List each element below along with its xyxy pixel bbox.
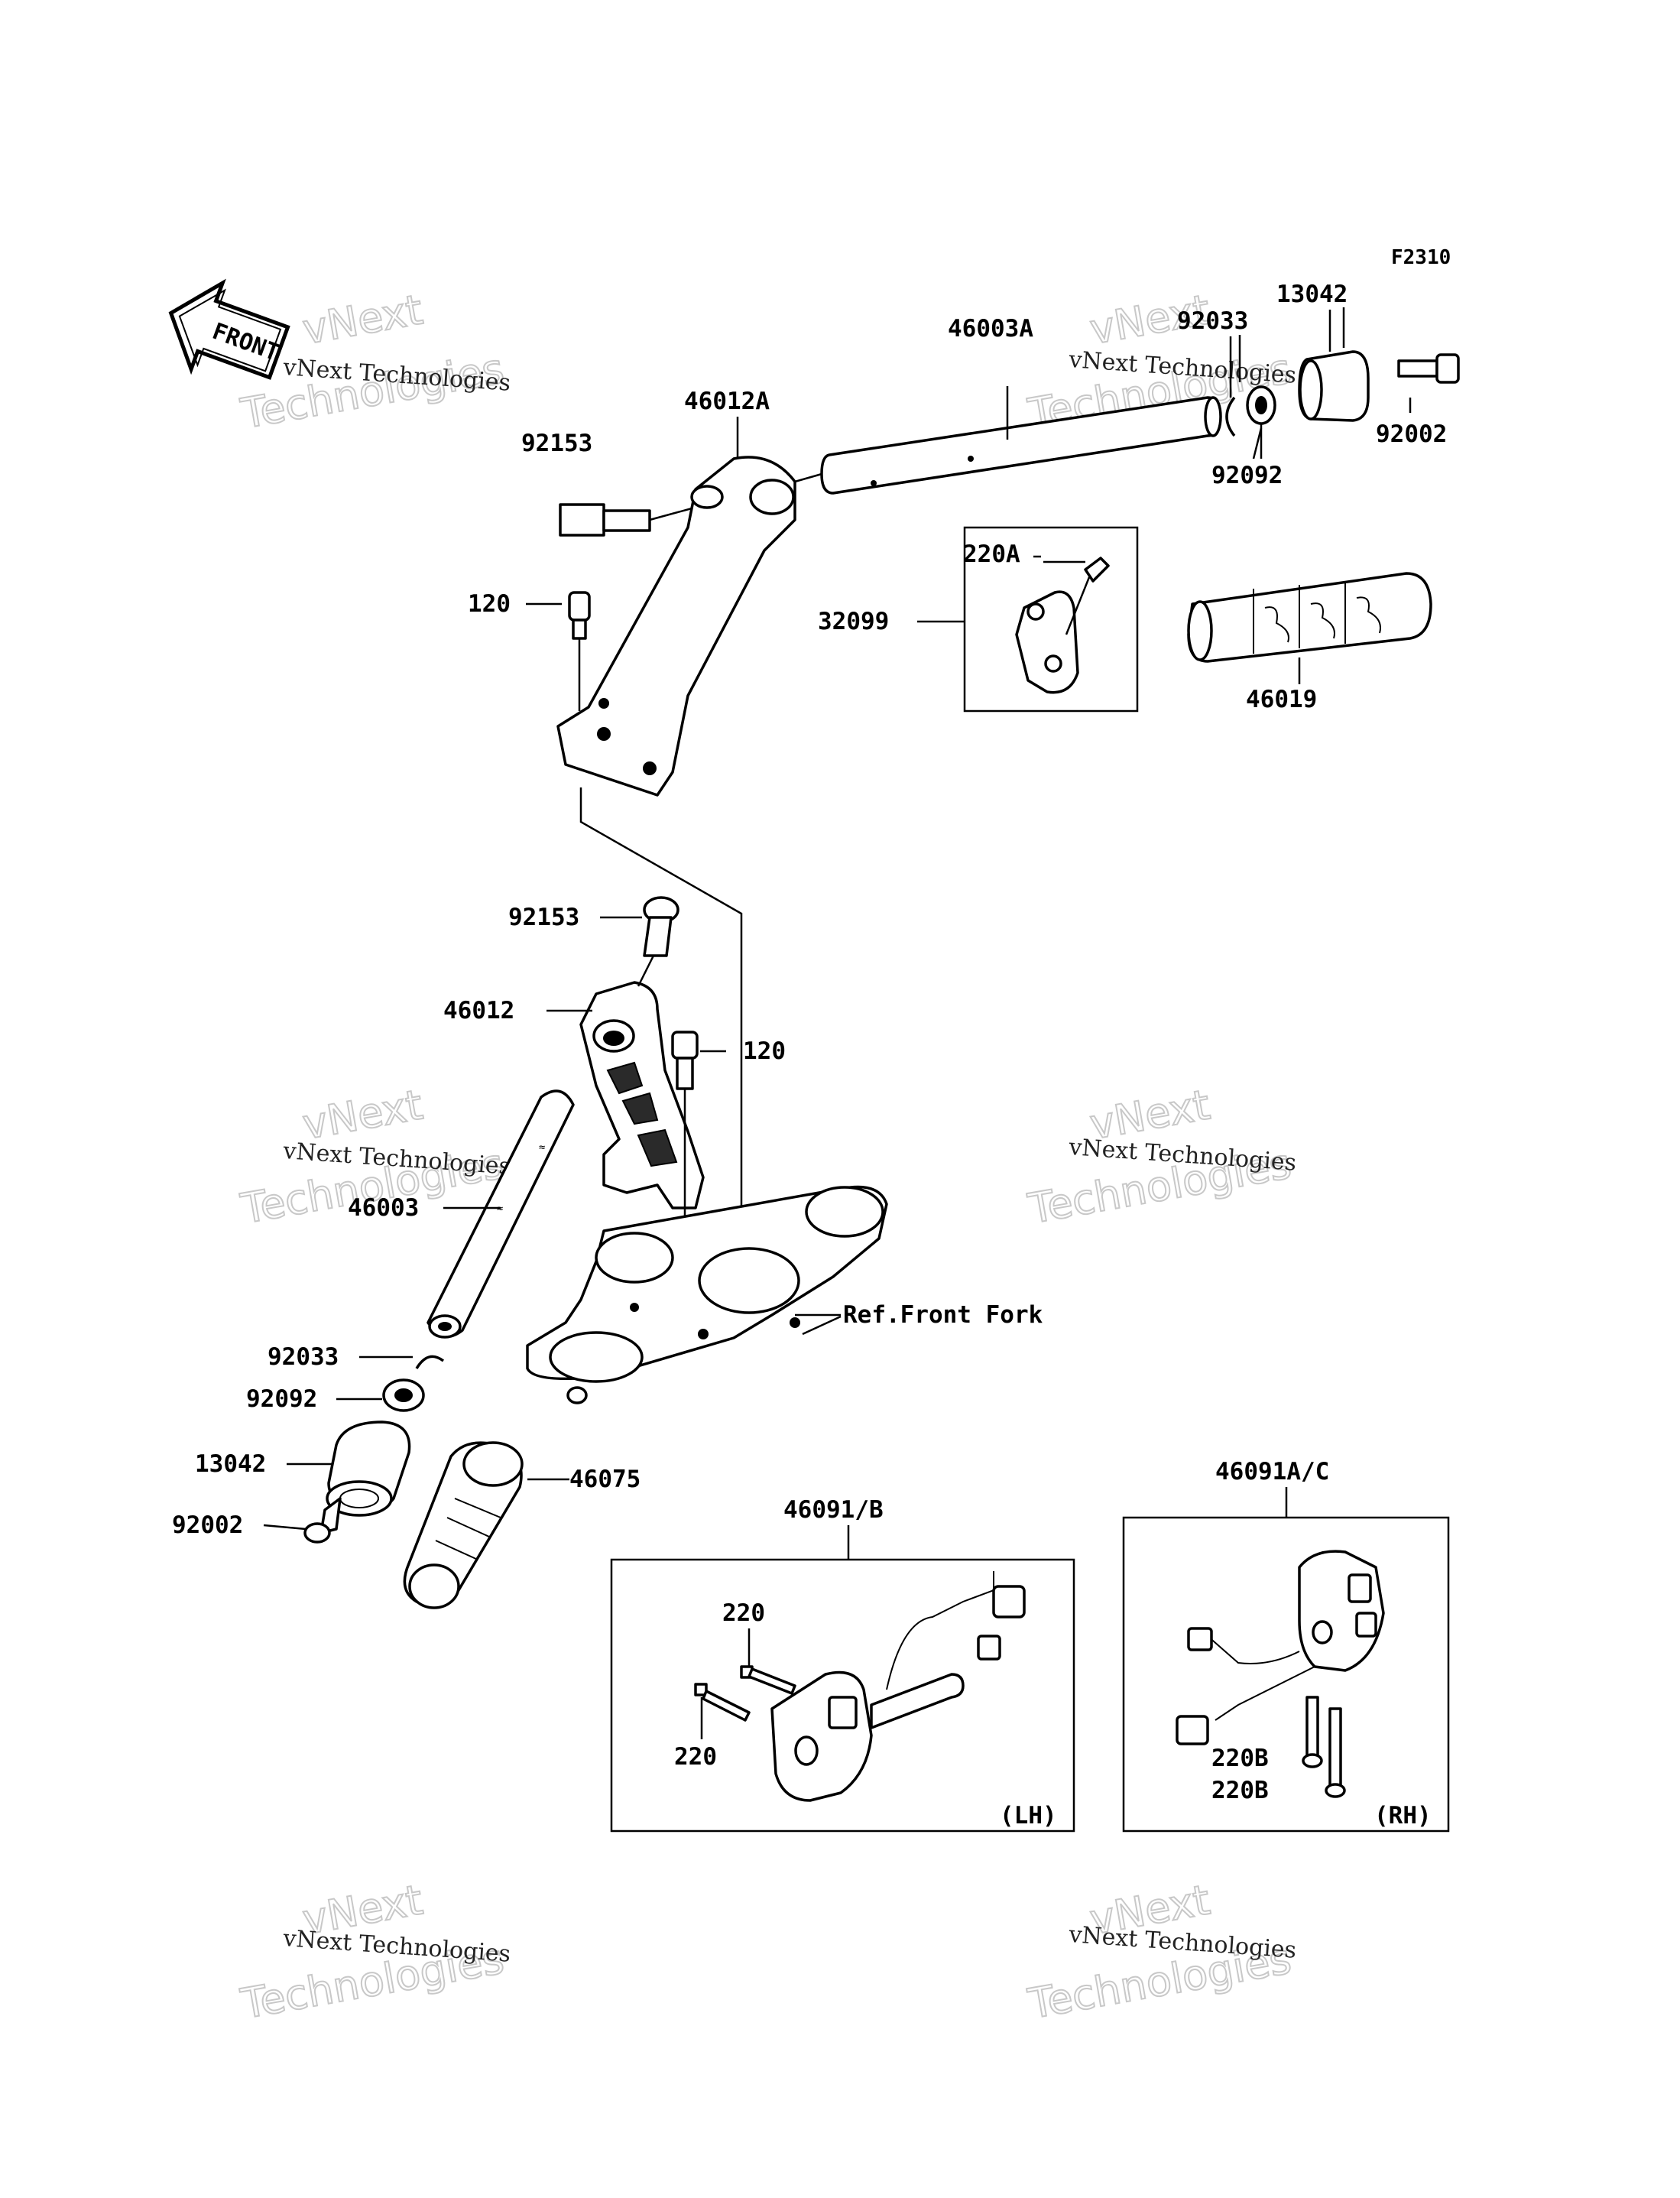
label-rh: (RH) xyxy=(1374,1802,1432,1830)
label-46075: 46075 xyxy=(569,1466,641,1493)
watermark-bottom-left: vNext Technologies vNext Technologies xyxy=(236,1875,511,2029)
circlip-92033-top xyxy=(1225,396,1236,437)
bolt-120-top xyxy=(568,591,591,711)
handlebar-pipe-46003A xyxy=(794,386,1222,495)
label-32099: 32099 xyxy=(818,608,889,635)
bolt-92153-top xyxy=(559,503,692,537)
label-220-a: 220 xyxy=(722,1599,765,1627)
right-switch-housing-46091AC xyxy=(1176,1550,1385,1745)
svg-text:vNext: vNext xyxy=(299,1080,426,1148)
throttle-housing-box xyxy=(963,526,1139,713)
label-92033-top: 92033 xyxy=(1177,307,1248,335)
bolt-92153-mid xyxy=(637,896,679,987)
collar-92092-low xyxy=(382,1378,425,1412)
throttle-grip-46019 xyxy=(1187,572,1432,684)
label-220B-a: 220B xyxy=(1211,1745,1269,1772)
screw-220-upper xyxy=(740,1665,796,1695)
label-ref-front-fork: Ref.Front Fork xyxy=(843,1301,1043,1329)
bolt-92002-top xyxy=(1397,353,1460,384)
label-13042-top: 13042 xyxy=(1276,281,1348,308)
screw-220B-a xyxy=(1302,1696,1323,1768)
label-46019: 46019 xyxy=(1246,686,1317,713)
lower-handlebar-holder-46012 xyxy=(579,981,705,1209)
leader-top-to-lower xyxy=(579,787,743,1216)
handlebar-pipe-46003: ≈ ≈ xyxy=(426,1089,575,1339)
label-lh: (LH) xyxy=(1000,1802,1057,1830)
label-46012: 46012 xyxy=(443,997,514,1024)
upper-triple-clamp xyxy=(526,1185,888,1404)
front-direction-arrow-icon: FRONT xyxy=(168,278,290,380)
screw-220B-b xyxy=(1325,1707,1346,1798)
watermark-bottom-right: vNext Technologies vNext Technologies xyxy=(1023,1875,1297,2029)
lh-switch-box xyxy=(610,1558,1075,1833)
label-92002-low: 92002 xyxy=(172,1511,243,1539)
screw-220-lower xyxy=(694,1683,751,1722)
upper-handlebar-holder-46012A xyxy=(556,456,796,797)
label-220A: 220A xyxy=(963,541,1020,568)
label-92033-low: 92033 xyxy=(268,1343,339,1371)
leader-lines xyxy=(263,336,1412,1739)
label-46091AC: 46091A/C xyxy=(1215,1458,1329,1485)
grip-46075 xyxy=(403,1441,524,1609)
collar-92092-top xyxy=(1246,385,1276,459)
label-46003A: 46003A xyxy=(948,315,1033,343)
watermark-top-left: vNext Technologies vNext Technologies xyxy=(236,284,511,439)
label-92092-top: 92092 xyxy=(1211,462,1283,489)
label-46003: 46003 xyxy=(348,1194,419,1222)
label-46091B: 46091/B xyxy=(783,1496,884,1524)
label-120-mid: 120 xyxy=(743,1037,786,1065)
label-leaders-extra xyxy=(1238,307,1345,459)
svg-text:≈: ≈ xyxy=(539,1141,545,1154)
label-92153-top: 92153 xyxy=(521,430,592,457)
figure-code: F2310 xyxy=(1391,246,1451,269)
part-labels: 46012A 46003A 92033 13042 92002 92092 92… xyxy=(172,281,1447,1830)
label-92092-low: 92092 xyxy=(246,1385,317,1413)
watermark-mid-right: vNext Technologies vNext Technologies xyxy=(1023,1080,1297,1234)
throttle-housing-32099 xyxy=(917,557,1110,694)
rh-switch-box xyxy=(1122,1516,1450,1833)
label-220-b: 220 xyxy=(674,1743,717,1771)
circlip-92033-low xyxy=(415,1355,445,1369)
bar-end-weight-13042-top xyxy=(1298,310,1370,422)
label-220B-b: 220B xyxy=(1211,1777,1269,1804)
label-46012A: 46012A xyxy=(684,388,770,415)
bolt-92002-low xyxy=(303,1497,342,1544)
svg-text:vNext: vNext xyxy=(299,285,426,353)
left-switch-housing-46091B xyxy=(770,1571,1026,1802)
label-120-top: 120 xyxy=(468,590,511,618)
label-92002-top: 92002 xyxy=(1376,420,1447,448)
label-13042-low: 13042 xyxy=(195,1450,266,1478)
label-92153-mid: 92153 xyxy=(508,904,579,931)
